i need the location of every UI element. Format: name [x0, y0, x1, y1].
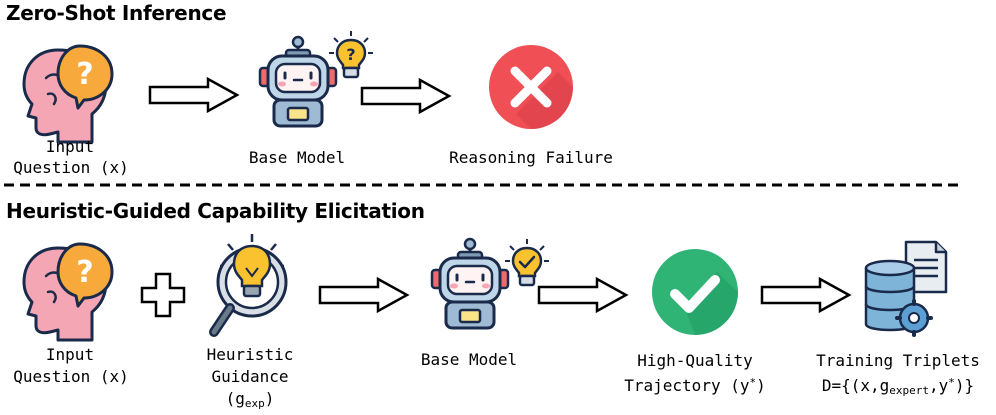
check-circle-icon [652, 249, 738, 335]
input-label-line2: Question (x) [13, 367, 129, 386]
arrow-icon [360, 77, 452, 115]
base-model-label: Base Model [248, 148, 346, 167]
guidance-label-line1: Heuristic [206, 345, 294, 364]
svg-text:?: ? [76, 57, 93, 92]
svg-text:?: ? [346, 45, 355, 64]
head-question-icon: ? [22, 242, 114, 342]
triplets-label-line2: D={(x,gexpert,y*)} [821, 376, 975, 397]
database-document-icon [864, 240, 948, 337]
svg-text:?: ? [76, 255, 93, 290]
arrow-icon [537, 276, 629, 314]
arrow-icon [760, 276, 852, 314]
guidance-label-line2: Guidance [211, 367, 289, 386]
guidance-label-line3: (gexp) [225, 389, 275, 410]
reasoning-failure-label: Reasoning Failure [449, 148, 613, 167]
input-label-line1: Input [45, 345, 95, 364]
head-question-icon: ? [22, 44, 114, 144]
section-divider [4, 183, 958, 187]
arrow-icon [148, 76, 240, 114]
input-label-line1: Input [45, 137, 95, 156]
robot-icon [430, 237, 510, 330]
triplets-label-line1: Training Triplets [816, 351, 980, 370]
section-title-zero-shot: Zero-Shot Inference [6, 1, 227, 25]
trajectory-label-line1: High-Quality [637, 351, 753, 370]
lightbulb-icon: ? [329, 31, 373, 79]
base-model-label: Base Model [420, 350, 518, 369]
robot-icon [258, 35, 338, 128]
plus-icon [140, 272, 186, 318]
x-circle-icon [489, 45, 573, 129]
trajectory-label-line2: Trajectory (y*) [624, 376, 766, 395]
input-label-line2: Question (x) [13, 158, 129, 177]
lightbulb-magnifier-icon [209, 234, 288, 337]
section-title-heuristic: Heuristic-Guided Capability Elicitation [6, 199, 425, 223]
arrow-icon [318, 276, 410, 314]
lightbulb-icon [505, 239, 549, 287]
